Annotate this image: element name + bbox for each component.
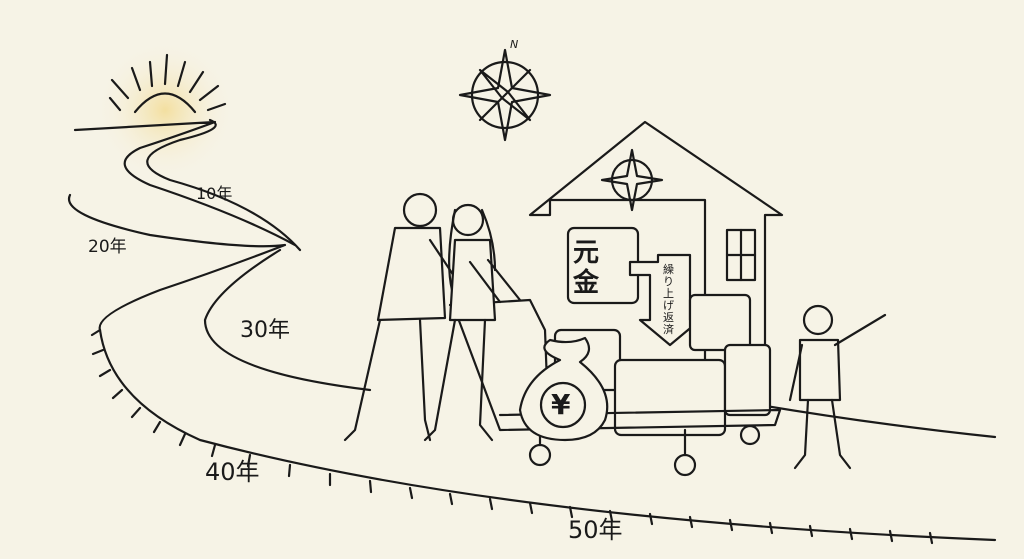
compass-icon: N bbox=[458, 38, 552, 142]
yen-symbol: ¥ bbox=[551, 388, 571, 421]
road-marker-20: 20年 bbox=[88, 237, 127, 257]
road-marker-10: 10年 bbox=[196, 184, 233, 203]
road-marker-50: 50年 bbox=[568, 516, 623, 544]
road bbox=[67, 118, 997, 545]
road-marker-30: 30年 bbox=[240, 318, 290, 343]
mother-figure bbox=[423, 203, 522, 442]
money-bag-icon bbox=[518, 336, 609, 442]
child-figure bbox=[788, 304, 887, 470]
principal-box-label: 元金 bbox=[573, 238, 600, 298]
compass-north-label: N bbox=[510, 38, 518, 51]
house-compass-icon bbox=[600, 148, 664, 212]
prepayment-arrow-label: 繰り上げ返済 bbox=[663, 263, 674, 336]
sun-icon bbox=[95, 40, 235, 180]
road-marker-40: 40年 bbox=[205, 458, 260, 486]
